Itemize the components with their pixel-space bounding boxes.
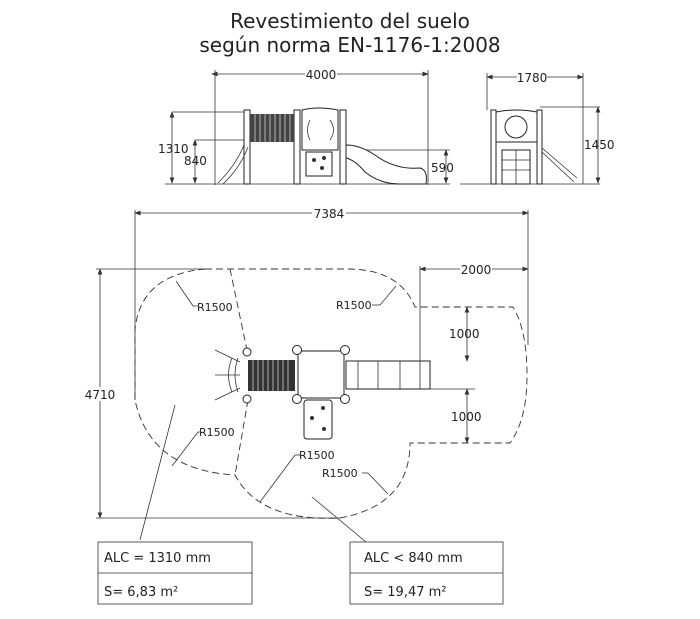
plan-view: 7384 4710 2000 1000 1000 R1500 R1500 R15…: [84, 206, 529, 543]
zone-2-alc: ALC < 840 mm: [364, 551, 463, 566]
radius-label-2: R1500: [336, 299, 372, 312]
zone-1-area: S= 6,83 m²: [104, 585, 178, 600]
radius-label-4: R1500: [299, 449, 335, 462]
dim-1000-bottom: 1000: [451, 410, 482, 424]
zone-1-alc: ALC = 1310 mm: [104, 551, 211, 566]
dim-4710: 4710: [85, 388, 116, 402]
zone-2-area: S= 19,47 m²: [364, 585, 447, 600]
zone-box-2: ALC < 840 mm S= 19,47 m²: [349, 541, 504, 605]
zone-box-1: ALC = 1310 mm S= 6,83 m²: [97, 541, 253, 605]
title-line2: según norma EN-1176-1:2008: [199, 33, 500, 57]
dim-590: 590: [431, 161, 454, 175]
radius-label-1: R1500: [197, 301, 233, 314]
front-view: 4000 1310 840 590: [158, 66, 454, 185]
dim-1310: 1310: [158, 142, 189, 156]
dim-4000: 4000: [306, 68, 337, 82]
dim-1780: 1780: [517, 71, 548, 85]
dim-840: 840: [184, 154, 207, 168]
radius-label-3: R1500: [199, 426, 235, 439]
safety-zone-outline: [134, 268, 528, 519]
dim-1000-top: 1000: [449, 327, 480, 341]
dim-7384: 7384: [314, 207, 345, 221]
radius-label-5: R1500: [322, 467, 358, 480]
dim-1450: 1450: [584, 138, 615, 152]
title-line1: Revestimiento del suelo: [230, 9, 470, 33]
side-view: 1780 1450: [460, 70, 615, 185]
dim-2000: 2000: [461, 263, 492, 277]
